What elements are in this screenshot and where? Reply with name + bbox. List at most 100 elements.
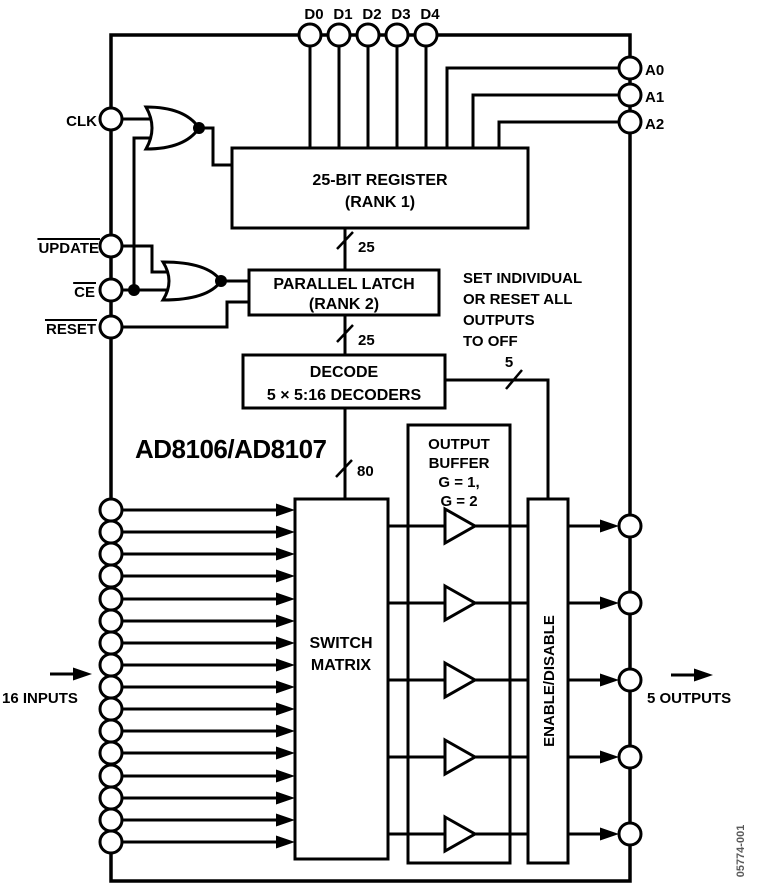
or-gate-update-icon: [160, 260, 223, 302]
output-arrowhead-icon: [600, 673, 619, 687]
bus-slash: [505, 369, 523, 390]
address-pin: [617, 55, 643, 81]
pin-label-reset: RESET: [46, 321, 96, 338]
enable-disable-label: ENABLE/DISABLE: [541, 615, 558, 747]
data-pin-group: [297, 22, 439, 148]
address-pin-group: [445, 55, 643, 148]
address-net: [445, 66, 630, 148]
output-pin: [617, 590, 643, 616]
address-pin: [617, 109, 643, 135]
input-arrowhead-icon: [276, 813, 295, 827]
input-arrowhead-icon: [276, 592, 295, 606]
decode-label-1: DECODE: [310, 364, 379, 381]
input-arrowhead-icon: [276, 769, 295, 783]
address-net: [471, 93, 630, 148]
update-net: [122, 244, 174, 274]
buffer-label-2: BUFFER: [429, 455, 490, 472]
address-pin: [617, 82, 643, 108]
pin-label-d0: D0: [304, 6, 323, 23]
input-pin: [98, 519, 124, 545]
buffer-amp-icon: [443, 737, 479, 777]
pin-label-a0: A0: [645, 62, 664, 79]
input-pin: [98, 630, 124, 656]
function-blocks: [230, 146, 570, 865]
pin-label-d2: D2: [362, 6, 381, 23]
input-arrowhead-icon: [276, 658, 295, 672]
output-arrowhead-icon: [600, 827, 619, 841]
pin-label-d4: D4: [420, 6, 440, 23]
input-pin: [98, 497, 124, 523]
latch-label-1: PARALLEL LATCH: [273, 276, 414, 293]
input-arrowhead-icon: [276, 525, 295, 539]
output-buffer-block: [406, 423, 512, 865]
input-arrowhead-icon: [276, 569, 295, 583]
side-note-3: OUTPUTS: [463, 312, 535, 329]
input-pin: [98, 541, 124, 567]
input-pin: [98, 763, 124, 789]
clkgate-to-register-net: [199, 126, 232, 167]
input-pin: [98, 674, 124, 700]
reset-pin: [98, 314, 124, 340]
buffer-label-4: G = 2: [440, 493, 477, 510]
output-pin: [617, 821, 643, 847]
inputs-arrow-icon: [73, 667, 92, 681]
junction-dot: [193, 122, 205, 134]
decode-label-2: 5 × 5:16 DECODERS: [267, 387, 422, 404]
input-pin: [98, 563, 124, 589]
buffer-amp-icon: [443, 814, 479, 854]
buffer-amp-icon: [443, 506, 479, 546]
pin-label-a1: A1: [645, 89, 664, 106]
outputs-arrow-icon: [694, 668, 713, 682]
input-arrowhead-icon: [276, 680, 295, 694]
ce-pin: [98, 277, 124, 303]
pin-label-d3: D3: [391, 6, 410, 23]
input-arrowhead-icon: [276, 547, 295, 561]
data-pin: [297, 22, 323, 48]
ce-to-clkgate-net: [132, 136, 156, 290]
buffer-amp-icon: [443, 660, 479, 700]
data-pin: [355, 22, 381, 48]
output-pin: [617, 513, 643, 539]
junction-dot: [215, 275, 227, 287]
control-pins: [98, 106, 124, 340]
side-note-4: TO OFF: [463, 333, 518, 350]
switch-matrix-label-1: SWITCH: [309, 635, 372, 652]
bus-slash: [336, 231, 354, 250]
input-arrowhead-icon: [276, 614, 295, 628]
input-arrowhead-icon: [276, 636, 295, 650]
figure-number: 05774-001: [735, 825, 747, 878]
input-pin: [98, 586, 124, 612]
reset-net: [122, 300, 249, 329]
side-note-1: SET INDIVIDUAL: [463, 270, 582, 287]
bus-width-5: 5: [505, 354, 513, 371]
register-label-1: 25-BIT REGISTER: [312, 172, 448, 189]
bus-width-25b: 25: [358, 332, 375, 349]
output-arrowhead-icon: [600, 596, 619, 610]
input-arrowhead-icon: [276, 503, 295, 517]
output-pin: [617, 667, 643, 693]
bus-5-reset-all: [445, 378, 550, 499]
output-pins: [568, 513, 643, 847]
update-pin: [98, 233, 124, 259]
latch-block: [247, 268, 441, 317]
labels: D0 D1 D2 D3 D4 A0 A1 A2 CLK UPDATE CE RE…: [2, 6, 747, 877]
input-arrowhead-icon: [276, 746, 295, 760]
part-number-title: AD8106/AD8107: [135, 434, 327, 464]
input-arrowhead-icon: [276, 702, 295, 716]
register-block: [230, 146, 530, 230]
pin-label-a2: A2: [645, 116, 664, 133]
outputs-count-label: 5 OUTPUTS: [647, 690, 731, 707]
input-pin: [98, 740, 124, 766]
switch-matrix-block: [293, 497, 390, 861]
buffer-rows: [388, 506, 528, 854]
buffer-amp-icon: [443, 583, 479, 623]
io-arrows: [50, 667, 713, 682]
clk-pin: [98, 106, 124, 132]
data-pin: [413, 22, 439, 48]
input-pin: [98, 652, 124, 678]
or-gate-clk-icon: [143, 105, 201, 151]
pin-label-update: UPDATE: [38, 240, 99, 257]
input-arrowhead-icon: [276, 791, 295, 805]
buffer-label-1: OUTPUT: [428, 436, 490, 453]
